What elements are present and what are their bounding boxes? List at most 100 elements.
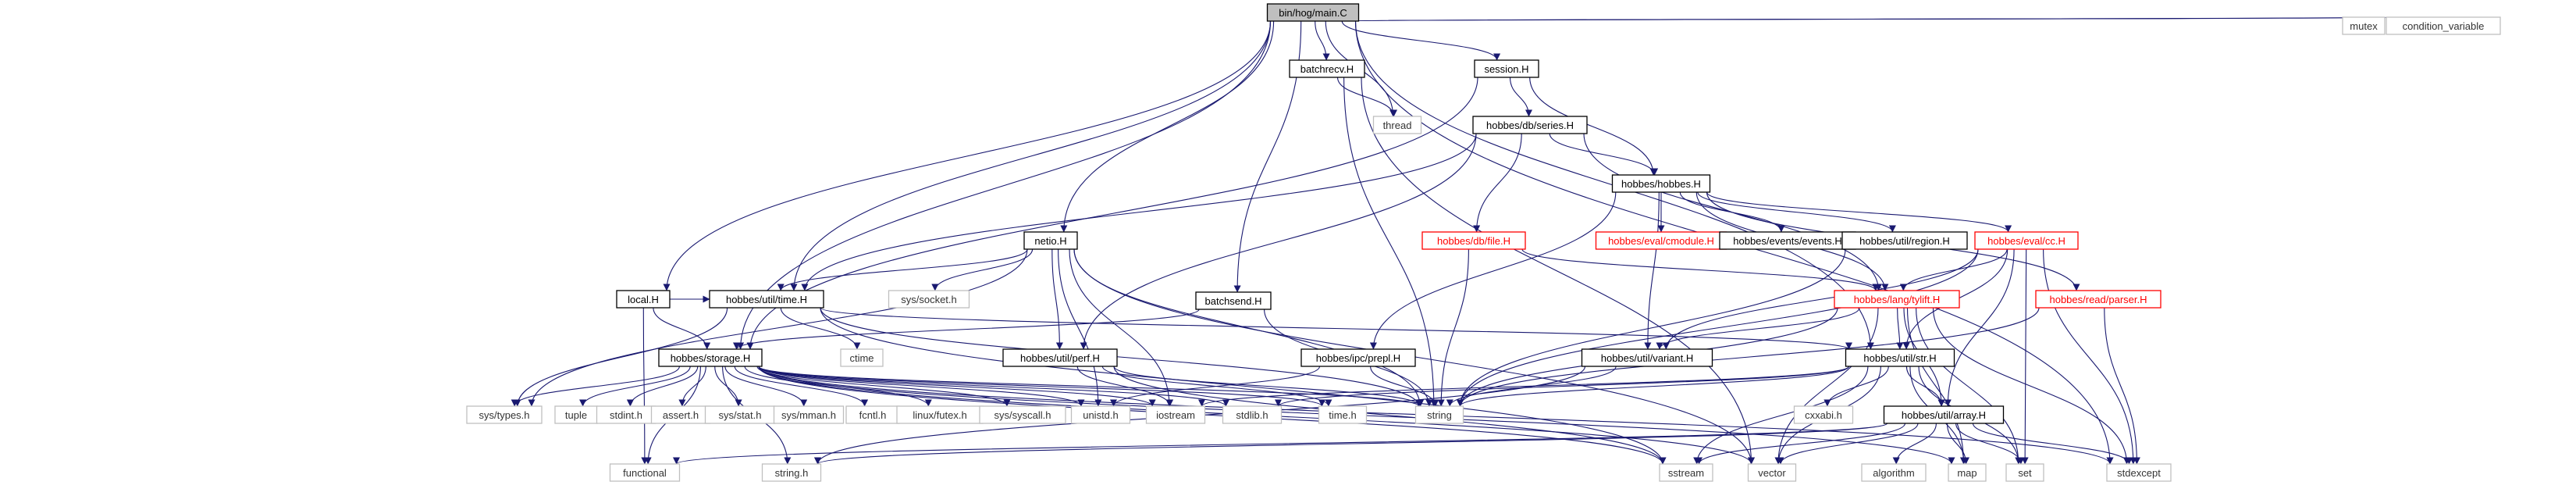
node-label: set	[2018, 467, 2032, 479]
node-label: functional	[623, 467, 667, 479]
node-cxxabi: cxxabi.h	[1793, 405, 1854, 424]
edge-tylift-to-vector	[1774, 307, 1879, 465]
node-label: assert.h	[663, 409, 699, 421]
node-batchsend[interactable]: batchsend.H	[1195, 291, 1272, 310]
node-str[interactable]: hobbes/util/str.H	[1845, 348, 1955, 367]
edge-array-to-stringh	[814, 423, 1888, 465]
edge-array-to-sstream	[1695, 423, 1906, 465]
node-perf[interactable]: hobbes/util/perf.H	[1002, 348, 1118, 367]
edge	[820, 307, 1852, 350]
node-box	[1266, 3, 1360, 22]
node-functional: functional	[609, 463, 681, 482]
node-box	[1841, 231, 1968, 250]
node-stdlib: stdlib.h	[1222, 405, 1283, 424]
edge	[756, 366, 1011, 407]
edge	[1944, 248, 2015, 407]
edge-storage-to-fcntl	[734, 366, 869, 407]
edge	[737, 20, 1272, 350]
edge	[1906, 307, 1967, 465]
edge-time-to-ctime	[780, 307, 861, 350]
edge-storage-to-iostream	[758, 366, 1156, 407]
node-region[interactable]: hobbes/util/region.H	[1841, 231, 1968, 250]
edge-main-to-netio	[1060, 20, 1275, 233]
edge-storage-to-stdlib	[758, 366, 1229, 407]
edge-storage-to-tuple	[579, 366, 691, 407]
node-session[interactable]: session.H	[1474, 59, 1539, 78]
node-box	[658, 348, 763, 367]
node-label: hobbes/util/perf.H	[1020, 352, 1100, 364]
node-box	[1611, 174, 1711, 193]
edge-storage-to-stdint	[626, 366, 699, 407]
node-string: string	[1414, 405, 1464, 424]
node-time[interactable]: hobbes/util/time.H	[709, 290, 824, 309]
edge	[1113, 366, 1667, 465]
edge	[733, 309, 1200, 350]
edge	[1509, 77, 1532, 117]
edge	[724, 366, 808, 407]
node-dbseries[interactable]: hobbes/db/series.H	[1472, 116, 1588, 134]
edge	[1774, 307, 1879, 465]
node-label: hobbes/events/events.H	[1733, 235, 1841, 247]
edge	[758, 366, 1156, 407]
node-variant[interactable]: hobbes/util/variant.H	[1581, 348, 1713, 367]
node-dbfile[interactable]: hobbes/db/file.H	[1421, 231, 1526, 250]
node-ctime: ctime	[840, 348, 884, 367]
edge-tylift-to-variant	[1656, 307, 1860, 350]
edge	[579, 366, 691, 407]
edge	[801, 133, 1477, 291]
node-tylift[interactable]: hobbes/lang/tylift.H	[1834, 290, 1960, 309]
edge	[1073, 248, 1424, 407]
edge-batchrecv-to-thread	[1336, 77, 1397, 117]
node-label: unistd.h	[1083, 409, 1119, 421]
node-cc[interactable]: hobbes/eval/cc.H	[1974, 231, 2079, 250]
edge	[1695, 423, 1906, 465]
node-storage[interactable]: hobbes/storage.H	[658, 348, 763, 367]
node-box	[1845, 348, 1955, 367]
edge	[1341, 20, 1501, 61]
node-hobbes[interactable]: hobbes/hobbes.H	[1611, 174, 1711, 193]
edge	[663, 20, 1272, 291]
node-label: sys/mman.h	[781, 409, 836, 421]
node-layer: bin/hog/main.C batchrecv.H thread session.H…	[466, 3, 2501, 482]
node-parser[interactable]: hobbes/read/parser.H	[2035, 290, 2161, 309]
node-main[interactable]: bin/hog/main.C	[1266, 3, 1360, 22]
node-box	[1070, 405, 1131, 424]
edge	[1946, 423, 1969, 465]
node-fcntl: fcntl.h	[845, 405, 900, 424]
node-cmodule[interactable]: hobbes/eval/cmodule.H	[1595, 231, 1727, 250]
node-label: netio.H	[1034, 235, 1066, 247]
edge-session-to-dbseries	[1509, 77, 1532, 117]
node-box	[2342, 16, 2386, 35]
edge-batchsend-to-storage	[733, 309, 1200, 350]
node-label: vector	[1758, 467, 1786, 479]
edge-tylift-to-stdexcept	[1932, 307, 2130, 465]
node-map: map	[1948, 463, 1987, 482]
edge-perf-to-sstream	[1113, 366, 1667, 465]
edge-dbfile-to-tylift	[1521, 248, 1880, 291]
node-label: time.h	[1329, 409, 1356, 421]
node-prepl[interactable]: hobbes/ipc/prepl.H	[1300, 348, 1416, 367]
node-array[interactable]: hobbes/util/array.H	[1883, 405, 2005, 424]
node-label: hobbes/ipc/prepl.H	[1316, 352, 1400, 364]
node-thread: thread	[1372, 116, 1422, 134]
node-set: set	[2005, 463, 2044, 482]
node-label: string.h	[775, 467, 809, 479]
node-netio[interactable]: netio.H	[1023, 231, 1078, 250]
edge	[1905, 366, 1945, 407]
edge	[814, 423, 1888, 465]
edge-netio-to-perf	[1051, 248, 1063, 350]
node-box	[1300, 348, 1416, 367]
node-syssocket: sys/socket.h	[888, 290, 970, 309]
edge-local-to-storage	[653, 307, 711, 350]
node-label: batchrecv.H	[1300, 63, 1354, 75]
edge	[1076, 366, 1174, 407]
node-local[interactable]: local.H	[616, 290, 671, 309]
node-iostream: iostream	[1145, 405, 1206, 424]
edge-batchrecv-to-string	[1343, 77, 1438, 407]
node-label: bin/hog/main.C	[1279, 7, 1347, 19]
node-batchrecv[interactable]: batchrecv.H	[1289, 59, 1365, 78]
node-box	[2386, 16, 2501, 35]
node-events[interactable]: hobbes/events/events.H	[1719, 231, 1856, 250]
edge-batchrecv-to-vector	[1361, 77, 1755, 465]
